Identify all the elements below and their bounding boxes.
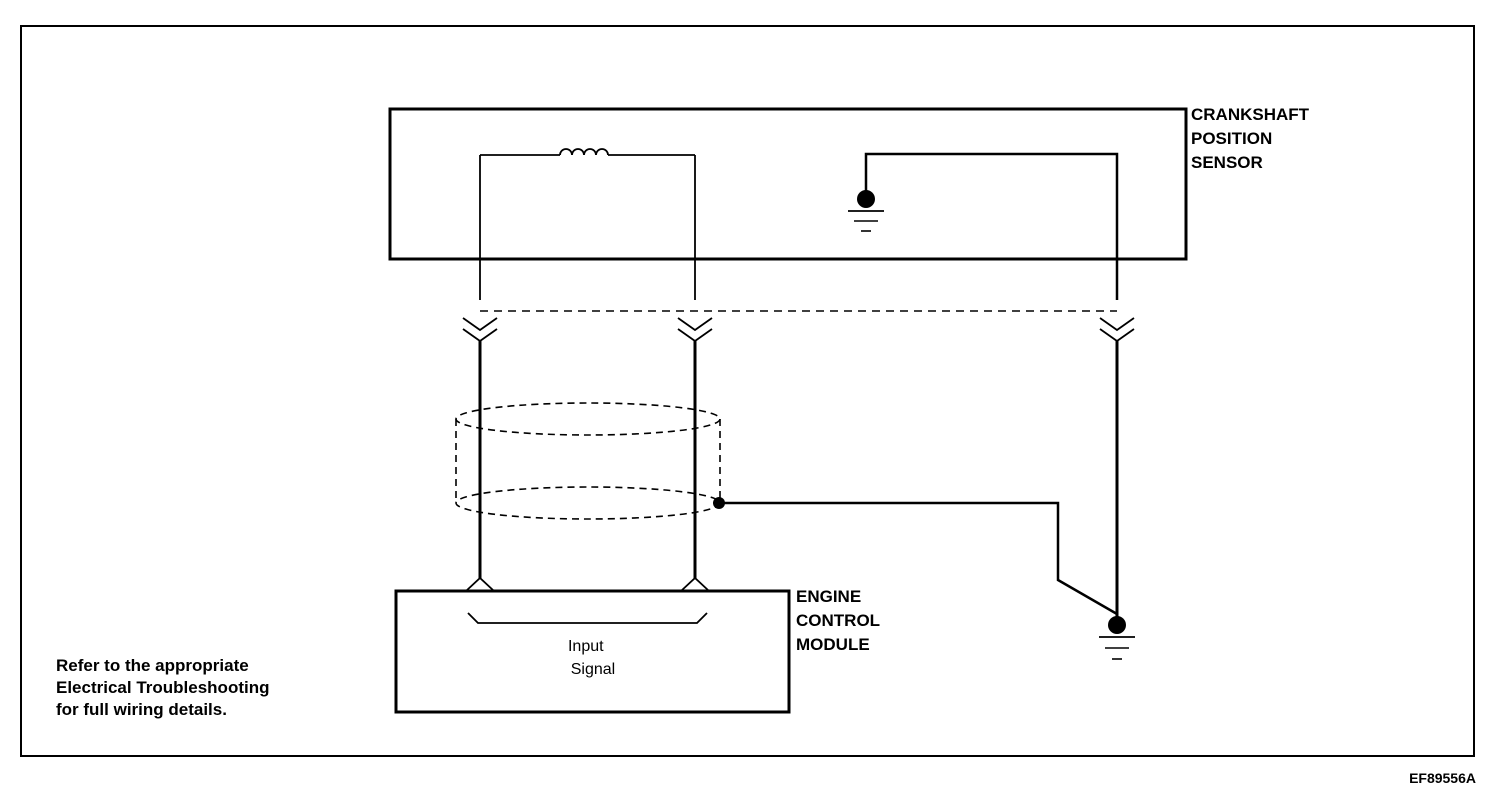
ecm-ground-icon [1099,616,1135,660]
sensor-label-line: POSITION [1191,129,1272,148]
figure-id: EF89556A [1409,770,1476,786]
sensor-ground-circuit [864,152,1119,300]
sensor-box [388,107,1188,261]
sensor-ground-icon [848,190,884,232]
shield-cylinder [455,402,721,520]
ecm-box [394,589,791,714]
diagram-frame [20,25,1475,757]
ecm-input-signal: Input Signal [568,638,615,678]
ecm-pins [465,576,710,592]
coil-circuit [479,148,696,300]
connector-chevrons [462,317,1135,343]
input-bracket [467,612,708,624]
ecm-input-line: Input [568,638,604,655]
ecm-label: ENGINE CONTROL MODULE [796,587,884,654]
reference-note-line: Electrical Troubleshooting [56,678,269,697]
sensor-label-line: CRANKSHAFT [1191,105,1310,124]
ecm-label-line: ENGINE [796,587,861,606]
reference-note-line: Refer to the appropriate [56,656,249,675]
sensor-label-line: SENSOR [1191,153,1263,172]
ecm-label-line: CONTROL [796,611,880,630]
shield-drain-wire [719,501,1118,616]
reference-note-line: for full wiring details. [56,700,227,719]
sensor-label: CRANKSHAFT POSITION SENSOR [1191,105,1314,172]
ecm-input-line: Signal [571,661,615,678]
signal-wires [478,341,1119,625]
ecm-label-line: MODULE [796,635,870,654]
reference-note: Refer to the appropriate Electrical Trou… [56,656,274,719]
